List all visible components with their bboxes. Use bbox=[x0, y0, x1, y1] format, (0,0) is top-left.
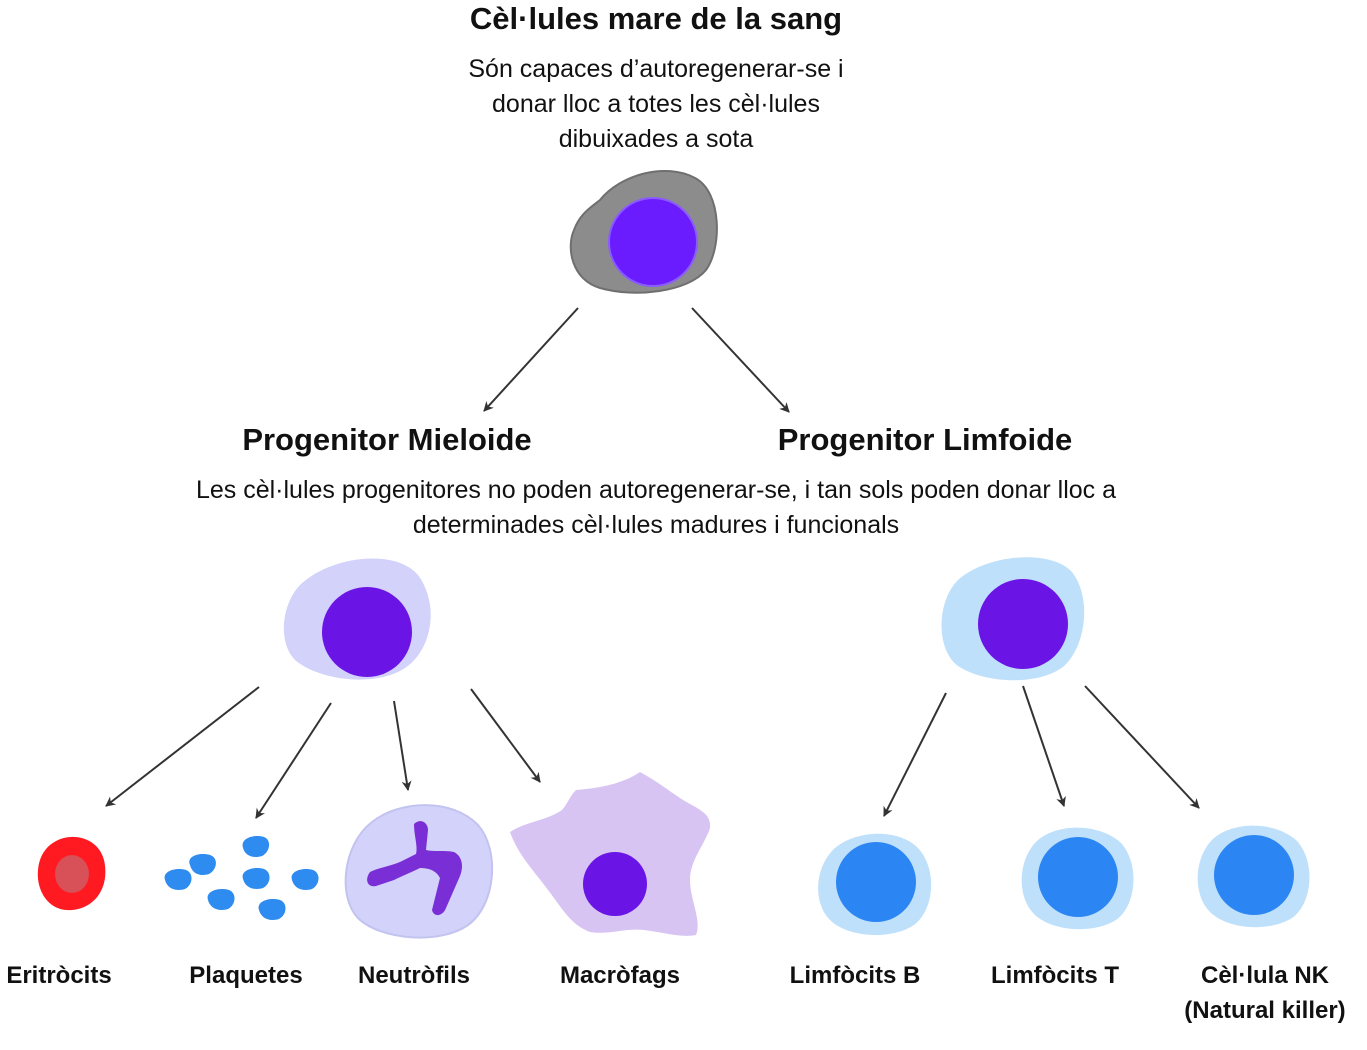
label-t-lymphocytes: Limfòcits T bbox=[990, 962, 1119, 989]
label-nk-cell-line-2: (Natural killer) bbox=[1184, 997, 1346, 1024]
progenitors-description-line-1: Les cèl·lules progenitores no poden auto… bbox=[195, 476, 1117, 504]
b-lymphocyte-cell bbox=[818, 833, 932, 936]
t-lymphocyte-nucleus bbox=[1038, 837, 1118, 917]
platelet bbox=[258, 899, 286, 920]
platelet bbox=[291, 869, 319, 890]
arrow-myeloid-to-erythrocytes bbox=[105, 686, 260, 807]
label-b-lymphocytes: Limfòcits B bbox=[789, 962, 921, 989]
arrow-myeloid-to-platelets bbox=[255, 702, 332, 819]
neutrophil-cytoplasm bbox=[344, 804, 494, 939]
erythrocyte-cell bbox=[37, 836, 106, 911]
arrow-stem-to-myeloid bbox=[483, 307, 579, 412]
stem-cells-description: Són capaces d’autoregenerar-se i donar l… bbox=[356, 52, 956, 157]
myeloid-progenitor-cell bbox=[283, 558, 431, 680]
stem-cell bbox=[569, 170, 718, 294]
stem-description-line-3: dibuixades a sota bbox=[558, 125, 754, 153]
label-nk-cell-line-1: Cèl·lula NK bbox=[1200, 962, 1329, 989]
nk-cell bbox=[1197, 825, 1310, 928]
platelet bbox=[242, 836, 270, 858]
myeloid-progenitor-nucleus bbox=[322, 587, 412, 677]
arrow-myeloid-to-macrophages bbox=[470, 688, 541, 783]
arrow-lymphoid-to-b-lymphocytes bbox=[883, 692, 947, 817]
erythrocyte-center bbox=[55, 855, 89, 893]
stem-description-line-1: Són capaces d’autoregenerar-se i bbox=[468, 55, 844, 83]
label-platelets: Plaquetes bbox=[189, 962, 303, 989]
myeloid-progenitor-title: Progenitor Mieloide bbox=[242, 422, 532, 457]
platelet bbox=[164, 869, 192, 890]
stem-cells-title: Cèl·lules mare de la sang bbox=[469, 1, 843, 36]
arrow-lymphoid-to-t-lymphocytes bbox=[1022, 685, 1066, 807]
platelets-group bbox=[164, 836, 319, 920]
platelet bbox=[189, 854, 216, 875]
platelet bbox=[242, 868, 270, 889]
arrow-myeloid-to-neutrophils bbox=[393, 700, 412, 791]
lymphoid-progenitor-nucleus bbox=[978, 579, 1068, 669]
arrow-lymphoid-to-nk-cell bbox=[1084, 685, 1200, 809]
platelet bbox=[207, 889, 235, 910]
label-macrophages: Macròfags bbox=[559, 962, 681, 989]
lymphoid-progenitor-cell bbox=[941, 557, 1085, 681]
neutrophil-cell bbox=[344, 804, 494, 939]
label-nk-cell: Cèl·lula NK (Natural killer) bbox=[1165, 958, 1365, 1028]
progenitors-description-line-2: determinades cèl·lules madures i funcion… bbox=[412, 511, 900, 539]
arrow-stem-to-lymphoid bbox=[691, 307, 790, 413]
t-lymphocyte-cell bbox=[1021, 827, 1134, 930]
nk-cell-nucleus bbox=[1214, 835, 1294, 915]
progenitors-description: Les cèl·lules progenitores no poden auto… bbox=[106, 473, 1206, 543]
lymphoid-progenitor-title: Progenitor Limfoide bbox=[777, 422, 1073, 457]
stem-cell-nucleus bbox=[608, 197, 698, 287]
stem-description-line-2: donar lloc a totes les cèl·lules bbox=[492, 90, 820, 118]
neutrophil-nucleus bbox=[367, 821, 462, 916]
b-lymphocyte-nucleus bbox=[836, 842, 916, 922]
macrophage-cell bbox=[510, 772, 711, 936]
label-neutrophils: Neutròfils bbox=[357, 962, 470, 989]
label-erythrocytes: Eritròcits bbox=[6, 962, 112, 989]
macrophage-nucleus bbox=[583, 852, 647, 916]
